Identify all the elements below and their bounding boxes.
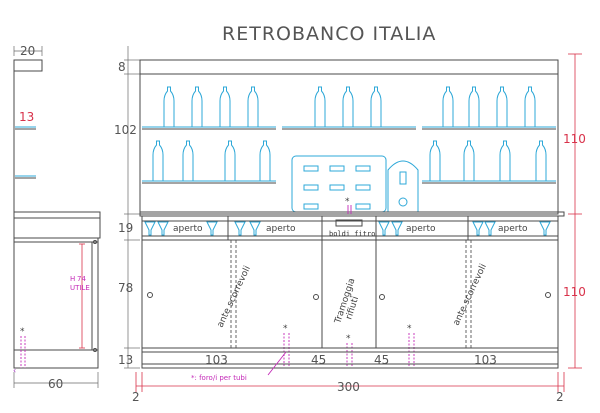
door-label-left: ante scorrevoli xyxy=(216,265,253,330)
front-dim-right-upper: 110 xyxy=(563,132,586,146)
bottle-icon xyxy=(182,140,194,182)
glass-group xyxy=(144,221,551,236)
pipe-asterisk-2: * xyxy=(346,334,351,344)
center-box-asterisk: * xyxy=(345,197,350,207)
side-useful-label: UTILE xyxy=(70,284,90,292)
bottle-icon xyxy=(535,140,547,182)
bottle-icon xyxy=(224,140,236,182)
front-dim-upper: 102 xyxy=(114,123,137,137)
bottom-dim-2: 45 xyxy=(311,353,326,367)
bottle-icon xyxy=(342,86,354,128)
front-view: 8 102 19 78 13 xyxy=(114,46,586,404)
bottle-icon xyxy=(247,86,259,128)
bottle-icon xyxy=(442,86,454,128)
bottle-icon xyxy=(429,140,441,182)
bottom-dim-4: 103 xyxy=(474,353,497,367)
glass-icon xyxy=(206,221,218,236)
bottle-group xyxy=(152,86,547,182)
glass-icon xyxy=(249,221,261,236)
bottle-icon xyxy=(259,140,271,182)
aperto-label-2: aperto xyxy=(266,224,296,234)
glass-icon xyxy=(144,221,156,236)
bottle-icon xyxy=(499,140,511,182)
pipe-asterisk-3: * xyxy=(407,324,412,334)
front-dim-top: 8 xyxy=(118,60,126,74)
bottom-dim-1: 103 xyxy=(205,353,228,367)
side-useful-h-value: 74 xyxy=(77,275,86,283)
side-pipe-asterisk: * xyxy=(20,327,25,337)
bottle-icon xyxy=(163,86,175,128)
bottle-icon xyxy=(219,86,231,128)
glass-icon xyxy=(472,221,484,236)
edge-right-label: 2 xyxy=(556,390,564,404)
side-top-width-label: 20 xyxy=(20,44,35,58)
bottle-icon xyxy=(463,140,475,182)
front-dim-lower: 78 xyxy=(118,281,133,295)
bottle-icon xyxy=(191,86,203,128)
glass-icon xyxy=(378,221,390,236)
side-bottom-small: ‹ xyxy=(13,366,16,375)
aperto-label-4: aperto xyxy=(498,224,528,234)
bottle-icon xyxy=(524,86,536,128)
glass-icon xyxy=(539,221,551,236)
bottle-icon xyxy=(370,86,382,128)
edge-left-label: 2 xyxy=(132,390,140,404)
side-view: 20 13 H 74 UTILE * 60 xyxy=(13,44,101,391)
side-useful-h-label: H xyxy=(70,275,75,283)
front-dim-base: 13 xyxy=(118,353,133,367)
front-dim-right-lower: 110 xyxy=(563,285,586,299)
drawing-title: RETROBANCO ITALIA xyxy=(222,23,436,45)
glass-icon xyxy=(234,221,246,236)
side-shelf-dim-label: 13 xyxy=(19,110,34,124)
door-label-right: ante scorrevoli xyxy=(452,263,489,328)
bottle-icon xyxy=(468,86,480,128)
pipe-asterisk-1: * xyxy=(283,324,288,334)
pipe-note: *: foro/i per tubi xyxy=(191,374,247,382)
aperto-label-1: aperto xyxy=(173,224,203,234)
coffee-machine xyxy=(291,155,419,213)
side-depth-label: 60 xyxy=(48,377,63,391)
glass-icon xyxy=(157,221,169,236)
glass-icon xyxy=(484,221,496,236)
center-box-label: boldi fitro xyxy=(329,230,375,238)
bottle-icon xyxy=(314,86,326,128)
bottle-icon xyxy=(496,86,508,128)
front-dim-counter: 19 xyxy=(118,221,133,235)
bottle-icon xyxy=(152,140,164,182)
aperto-label-3: aperto xyxy=(406,224,436,234)
glass-icon xyxy=(391,221,403,236)
total-width-label: 300 xyxy=(337,380,360,394)
bottom-dim-3: 45 xyxy=(374,353,389,367)
